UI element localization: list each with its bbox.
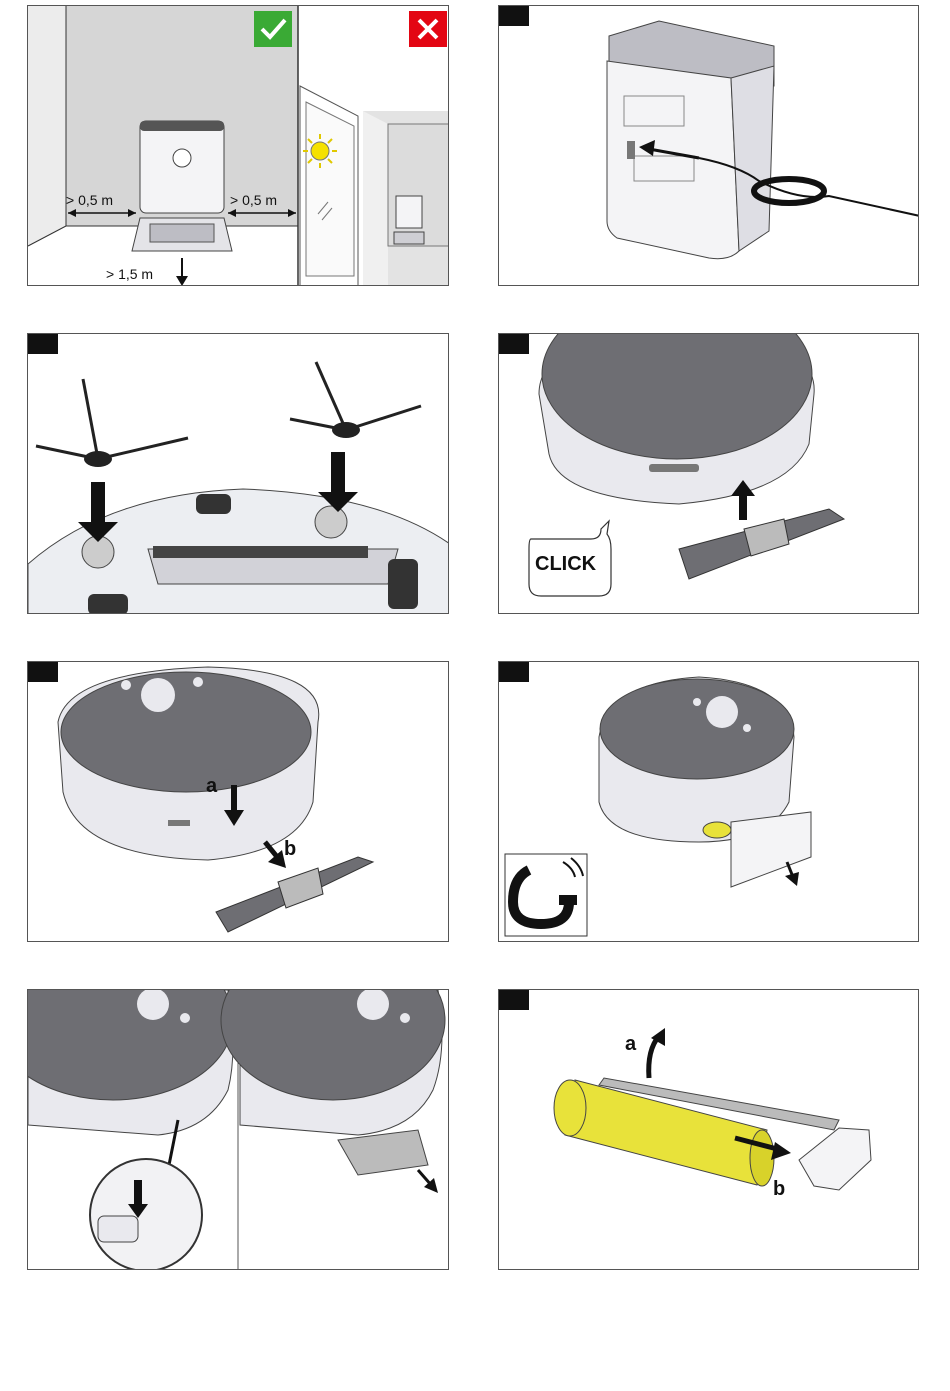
panel-side-brushes — [27, 333, 449, 614]
magnet-cover-illustration — [499, 662, 919, 942]
click-text: CLICK — [535, 553, 597, 575]
panel-connect-power — [498, 5, 919, 286]
roller-detach-illustration: a b — [499, 990, 919, 1270]
down-arrow — [785, 862, 799, 886]
pull-arrow — [418, 1170, 438, 1193]
placement-illustration: > 0,5 m > 0,5 m > 1,5 m — [28, 6, 449, 286]
station-power-illustration — [499, 6, 919, 286]
mop-plate — [679, 509, 844, 579]
click-callout: CLICK — [529, 521, 611, 596]
panel-roller-detach: a b — [498, 989, 919, 1270]
distance-front-label: > 1,5 m — [106, 266, 153, 282]
attach-mop-illustration: CLICK — [499, 334, 919, 614]
brush-left — [36, 379, 188, 467]
panel-remove-roller — [27, 989, 449, 1270]
remove-roller-illustration — [28, 990, 449, 1270]
label-b: b — [284, 838, 296, 860]
down-arrow-b — [265, 842, 286, 868]
panel-attach-mop: CLICK — [498, 333, 919, 614]
brush-right — [290, 362, 421, 438]
remove-mop-illustration: a b — [28, 662, 449, 942]
mop-plate — [216, 857, 373, 932]
zoom-inset — [90, 1120, 202, 1270]
side-brush-illustration — [28, 334, 449, 614]
distance-left-label: > 0,5 m — [66, 192, 113, 208]
check-icon — [254, 11, 292, 47]
panel-magnet-cover — [498, 661, 919, 942]
curved-arrow-a — [649, 1028, 665, 1078]
label-a: a — [625, 1033, 637, 1055]
panel-placement: > 0,5 m > 0,5 m > 1,5 m — [27, 5, 449, 286]
panel-remove-mop: a b — [27, 661, 449, 942]
distance-right-label: > 0,5 m — [230, 192, 277, 208]
label-a: a — [206, 775, 218, 797]
magnet-icon — [505, 854, 587, 936]
label-b: b — [773, 1178, 785, 1200]
cross-icon — [409, 11, 447, 47]
